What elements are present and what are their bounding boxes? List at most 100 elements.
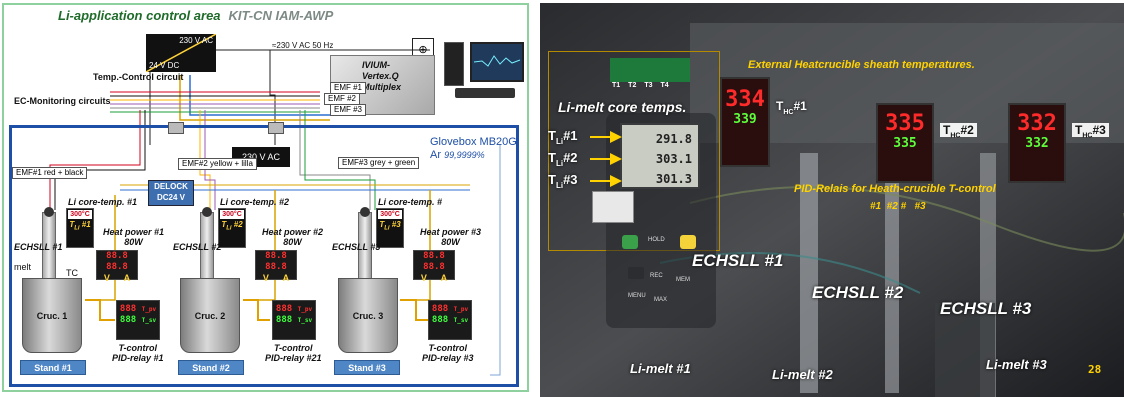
heat-power-label-3: Heat power #3 80W [420, 227, 482, 247]
hc-sv-2: 335 [893, 136, 917, 151]
pid-relais-numbers: #1 #2 # #3 [870, 201, 926, 212]
tube-cap-icon [202, 207, 212, 217]
power-supply: 230 V AC 24 V DC [146, 34, 216, 72]
stand-1: Stand #1 [20, 360, 86, 375]
tc-label: TC [66, 268, 78, 278]
emf-box-3: EMF #3 [330, 104, 367, 116]
hc-label-2: THC#2 [940, 121, 977, 139]
hc-pv-2: 335 [885, 111, 925, 136]
feedthrough-icon [268, 122, 284, 134]
channel-tag: T3 [644, 82, 653, 89]
crucible-1: Cruc. 1 [22, 278, 82, 353]
ec-monitoring-label: EC-Monitoring circuits [14, 96, 111, 106]
echsll-label-2: ECHSLL #2 [173, 242, 222, 252]
channel-tag: T2 [628, 82, 637, 89]
core-reading-1: TLi#1 [548, 128, 578, 147]
channel-tag: T4 [660, 82, 669, 89]
crucible-2: Cruc. 2 [180, 278, 240, 353]
core-temp-label-3: Li core-temp. # [378, 197, 443, 207]
probe-connector [592, 191, 634, 223]
hc-sv-3: 332 [1025, 136, 1049, 151]
echsll-label-1: ECHSLL #1 [14, 242, 63, 252]
green-power-button [622, 235, 638, 249]
pc-monitor-icon [470, 42, 524, 82]
feedthrough-icon [168, 122, 184, 134]
photo-echsll-3: ECHSLL #3 [940, 299, 1032, 318]
lcd-value-2: 303.1 [655, 152, 692, 166]
heat-power-label-1: Heat power #1 80W [103, 227, 165, 247]
pid-label-3: T-control PID-relay #3 [422, 343, 474, 363]
pid-relay-1: 888 T_pv 888 T_sv [116, 300, 160, 340]
emf-wire-1-label: EMF#1 red + black [12, 167, 88, 179]
max-button: MAX [654, 297, 668, 303]
hc-pv-3: 332 [1017, 111, 1057, 136]
core-reading-3: TLi#3 [548, 172, 578, 191]
stand-3: Stand #3 [334, 360, 400, 375]
mem-button: MEM [676, 277, 690, 283]
lcd-values: 291.8 303.1 301.3 [630, 129, 692, 189]
pid-label-2: T-control PID-relay #21 [265, 343, 322, 363]
pid-relay-2: 888 T_pv 888 T_sv [272, 300, 316, 340]
core-reading-2: TLi#2 [548, 150, 578, 169]
hc-pv-1: 334 [725, 87, 765, 112]
delock-hub: DELOCK DC24 V [148, 180, 194, 206]
institute-label: KIT-CN IAM-AWP [228, 8, 334, 23]
photo-melt-2: Li-melt #2 [772, 367, 833, 382]
pid-sv-digits: 888 T_sv [275, 315, 313, 325]
meter-button [628, 267, 644, 279]
pid-sv-digits: 888 T_sv [431, 315, 469, 325]
hc-label-3: THC#3 [1072, 121, 1109, 139]
power-230-label: 230 V AC [179, 36, 213, 45]
hc-label-1: THC#1 [776, 99, 807, 117]
temp-control-label: Temp.-Control circuit [93, 72, 184, 82]
rec-button: REC [650, 273, 663, 279]
photo-melt-1: Li-melt #1 [630, 361, 691, 376]
power-24-label: 24 V DC [149, 61, 180, 70]
emf-wire-3-label: EMF#3 grey + green [338, 157, 420, 169]
wiring-lines [49, 49, 501, 376]
hc-display-1: 334 339 [720, 77, 770, 167]
light-button [680, 235, 696, 249]
echsll-label-3: ECHSLL #3 [332, 242, 381, 252]
photo-echsll-1: ECHSLL #1 [692, 251, 784, 270]
hc-display-2: 335 335 [876, 103, 934, 183]
core-temp-display-2: 300°C TLi #2 [218, 208, 246, 248]
mains-label: ≈230 V AC 50 Hz [272, 41, 334, 50]
tube-cap-icon [44, 207, 54, 217]
meter-digits: 88.8 88.8 [423, 251, 445, 272]
core-temps-title: Li-melt core temps. [558, 99, 687, 115]
thermometer-connectors [610, 58, 690, 82]
ivium-label: IVIUM- Vertex.Q Multiplex [362, 60, 402, 92]
heatcrucible-title: External Heatcrucible sheath temperature… [748, 59, 975, 71]
meter-digits: 88.8 88.8 [106, 251, 128, 272]
menu-button: MENU [628, 293, 646, 299]
stand-2: Stand #2 [178, 360, 244, 375]
pid-pv-digits: 888 T_pv [275, 304, 313, 314]
monitor-plot-icon [473, 55, 521, 67]
glovebox-frame [9, 125, 519, 387]
channel-tags: T1 T2 T3 T4 [612, 82, 669, 89]
core-temp-label-2: Li core-temp. #2 [220, 197, 290, 207]
keyboard-icon [455, 88, 515, 98]
pid-pv-digits: 888 T_pv [119, 304, 157, 314]
lcd-value-3: 301.3 [655, 172, 692, 186]
control-area-frame [2, 3, 529, 392]
melt-label: melt [14, 262, 32, 272]
photo-melt-3: Li-melt #3 [986, 357, 1047, 372]
heat-power-label-2: Heat power #2 80W [262, 227, 324, 247]
tube-cap-icon [360, 207, 370, 217]
corner-number: 28 [1088, 363, 1102, 376]
meter-digits: 88.8 88.8 [265, 251, 287, 272]
core-temp-label-1: Li core-temp. #1 [68, 197, 138, 207]
glovebox-photo: T1 T2 T3 T4 Li-melt core temps. TLi#1 TL… [540, 3, 1124, 397]
glovebox-label: Glovebox MB20G,Ar 99,9999% [430, 136, 520, 161]
core-temp-display-3: 300°C TLi #3 [376, 208, 404, 248]
pc-tower-icon [444, 42, 464, 86]
pid-relay-3: 888 T_pv 888 T_sv [428, 300, 472, 340]
hc-sv-1: 339 [733, 112, 757, 127]
channel-tag: T1 [612, 82, 621, 89]
